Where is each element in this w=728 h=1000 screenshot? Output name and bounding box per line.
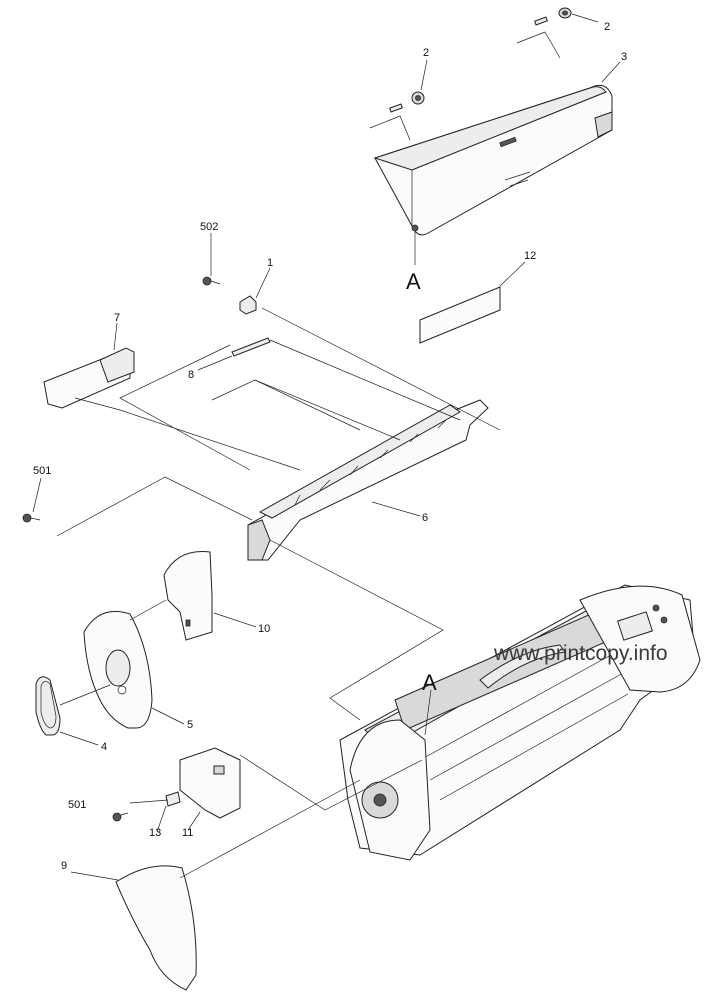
callout-7: 7 [114,312,120,324]
callout-4: 4 [101,741,107,753]
callout-1: 1 [267,257,273,269]
reference-a-upper: A [406,269,421,294]
belt-part-4 [35,676,61,736]
rail-part-8 [231,337,271,357]
label-part-12 [419,286,501,344]
callout-labels: 2 2 3 502 1 12 A 7 8 501 6 10 A 5 4 501 … [33,21,627,872]
callout-502: 502 [200,221,218,233]
callout-10: 10 [258,623,270,635]
callout-11: 11 [182,827,193,839]
screw-part-502 [202,276,221,286]
cover-part-9 [115,865,197,991]
pad-part-13 [165,791,181,807]
reference-a-lower: A [422,670,437,695]
assembly-lines [56,232,501,879]
printer-body [339,584,701,861]
callout-9: 9 [61,860,67,872]
callout-8: 8 [188,369,194,381]
callout-6: 6 [422,512,428,524]
callout-13: 13 [149,827,161,839]
callout-501-lower: 501 [68,799,86,811]
callout-12: 12 [524,250,536,262]
screw-part-501-upper [22,513,41,523]
frame-part-6 [247,399,489,561]
plate-part-5 [83,610,153,729]
callout-2-left: 2 [423,47,429,59]
top-cover-part-3 [373,84,613,236]
side-cover-part-7 [43,347,135,409]
screw-part-501-lower [112,812,129,822]
callout-2-right: 2 [604,21,610,33]
bracket-part-10 [163,550,213,641]
pin-part-2-right [516,7,572,59]
callout-501-upper: 501 [33,465,51,477]
callout-5: 5 [187,719,193,731]
bracket-part-1 [239,295,257,315]
bracket-part-11 [179,747,241,819]
watermark-text: www.printcopy.info [493,642,668,665]
pin-part-2-left [369,91,425,141]
callout-leaders [32,13,621,881]
callout-3: 3 [621,51,627,63]
